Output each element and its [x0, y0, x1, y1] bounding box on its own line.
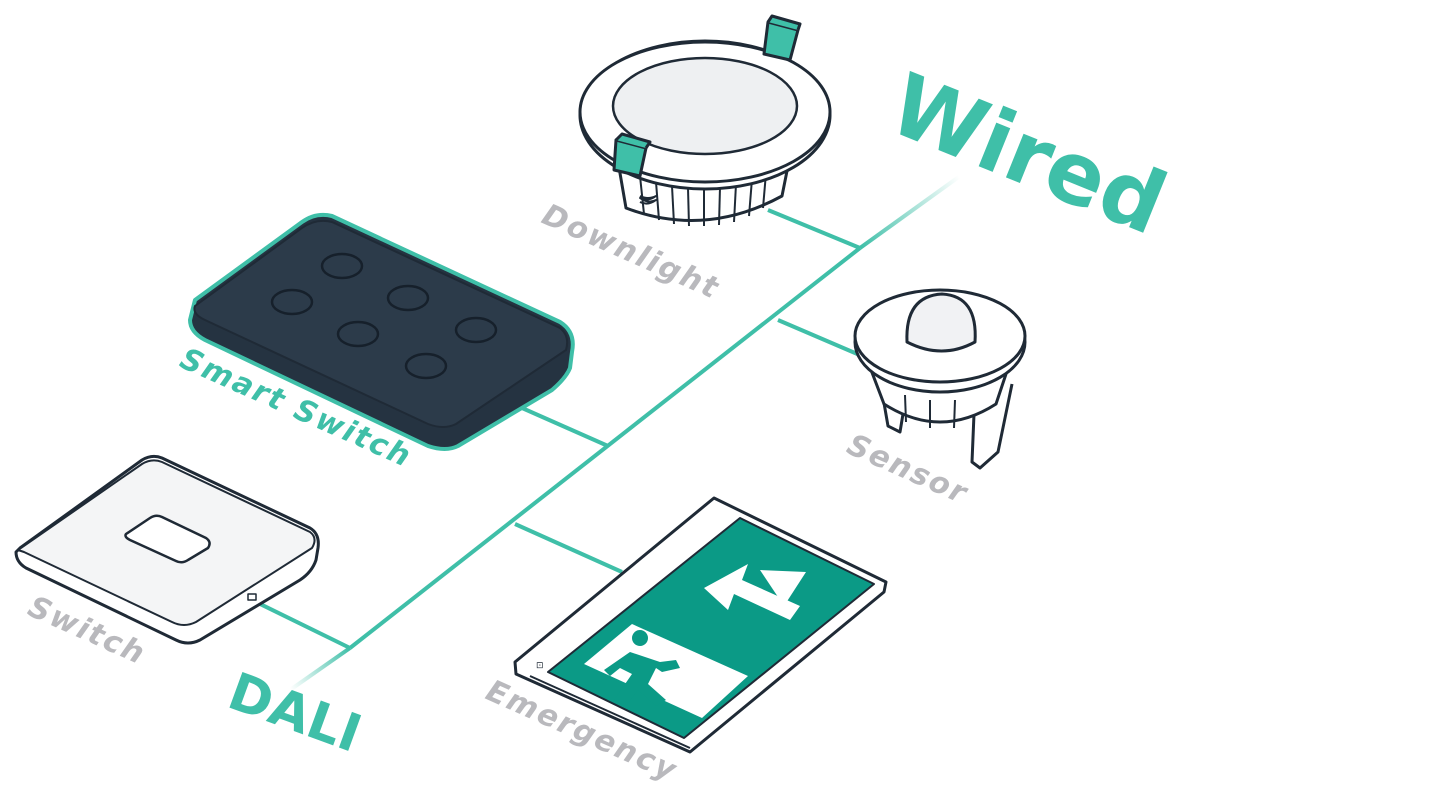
branch-connectors: [251, 208, 863, 650]
bus-line: [288, 174, 962, 692]
svg-text:⊡: ⊡: [536, 661, 544, 671]
label-dali: DALI: [221, 662, 369, 765]
connector-smart-switch: [512, 402, 609, 448]
connector-switch: [251, 598, 351, 650]
connector-emergency: [514, 522, 623, 574]
label-sensor: Sensor: [842, 427, 974, 511]
connector-sensor: [777, 318, 863, 358]
connector-downlight: [767, 208, 861, 250]
sensor-icon: [853, 288, 1027, 470]
label-wired: Wired: [876, 55, 1179, 255]
smart-switch-icon: [188, 212, 575, 451]
running-man-icon: [604, 630, 680, 706]
smart-switch-buttons: [270, 252, 498, 380]
exit-sign-icon: ⊡: [513, 496, 888, 754]
switch-icon: [14, 454, 320, 645]
downlight-icon: [578, 14, 832, 227]
